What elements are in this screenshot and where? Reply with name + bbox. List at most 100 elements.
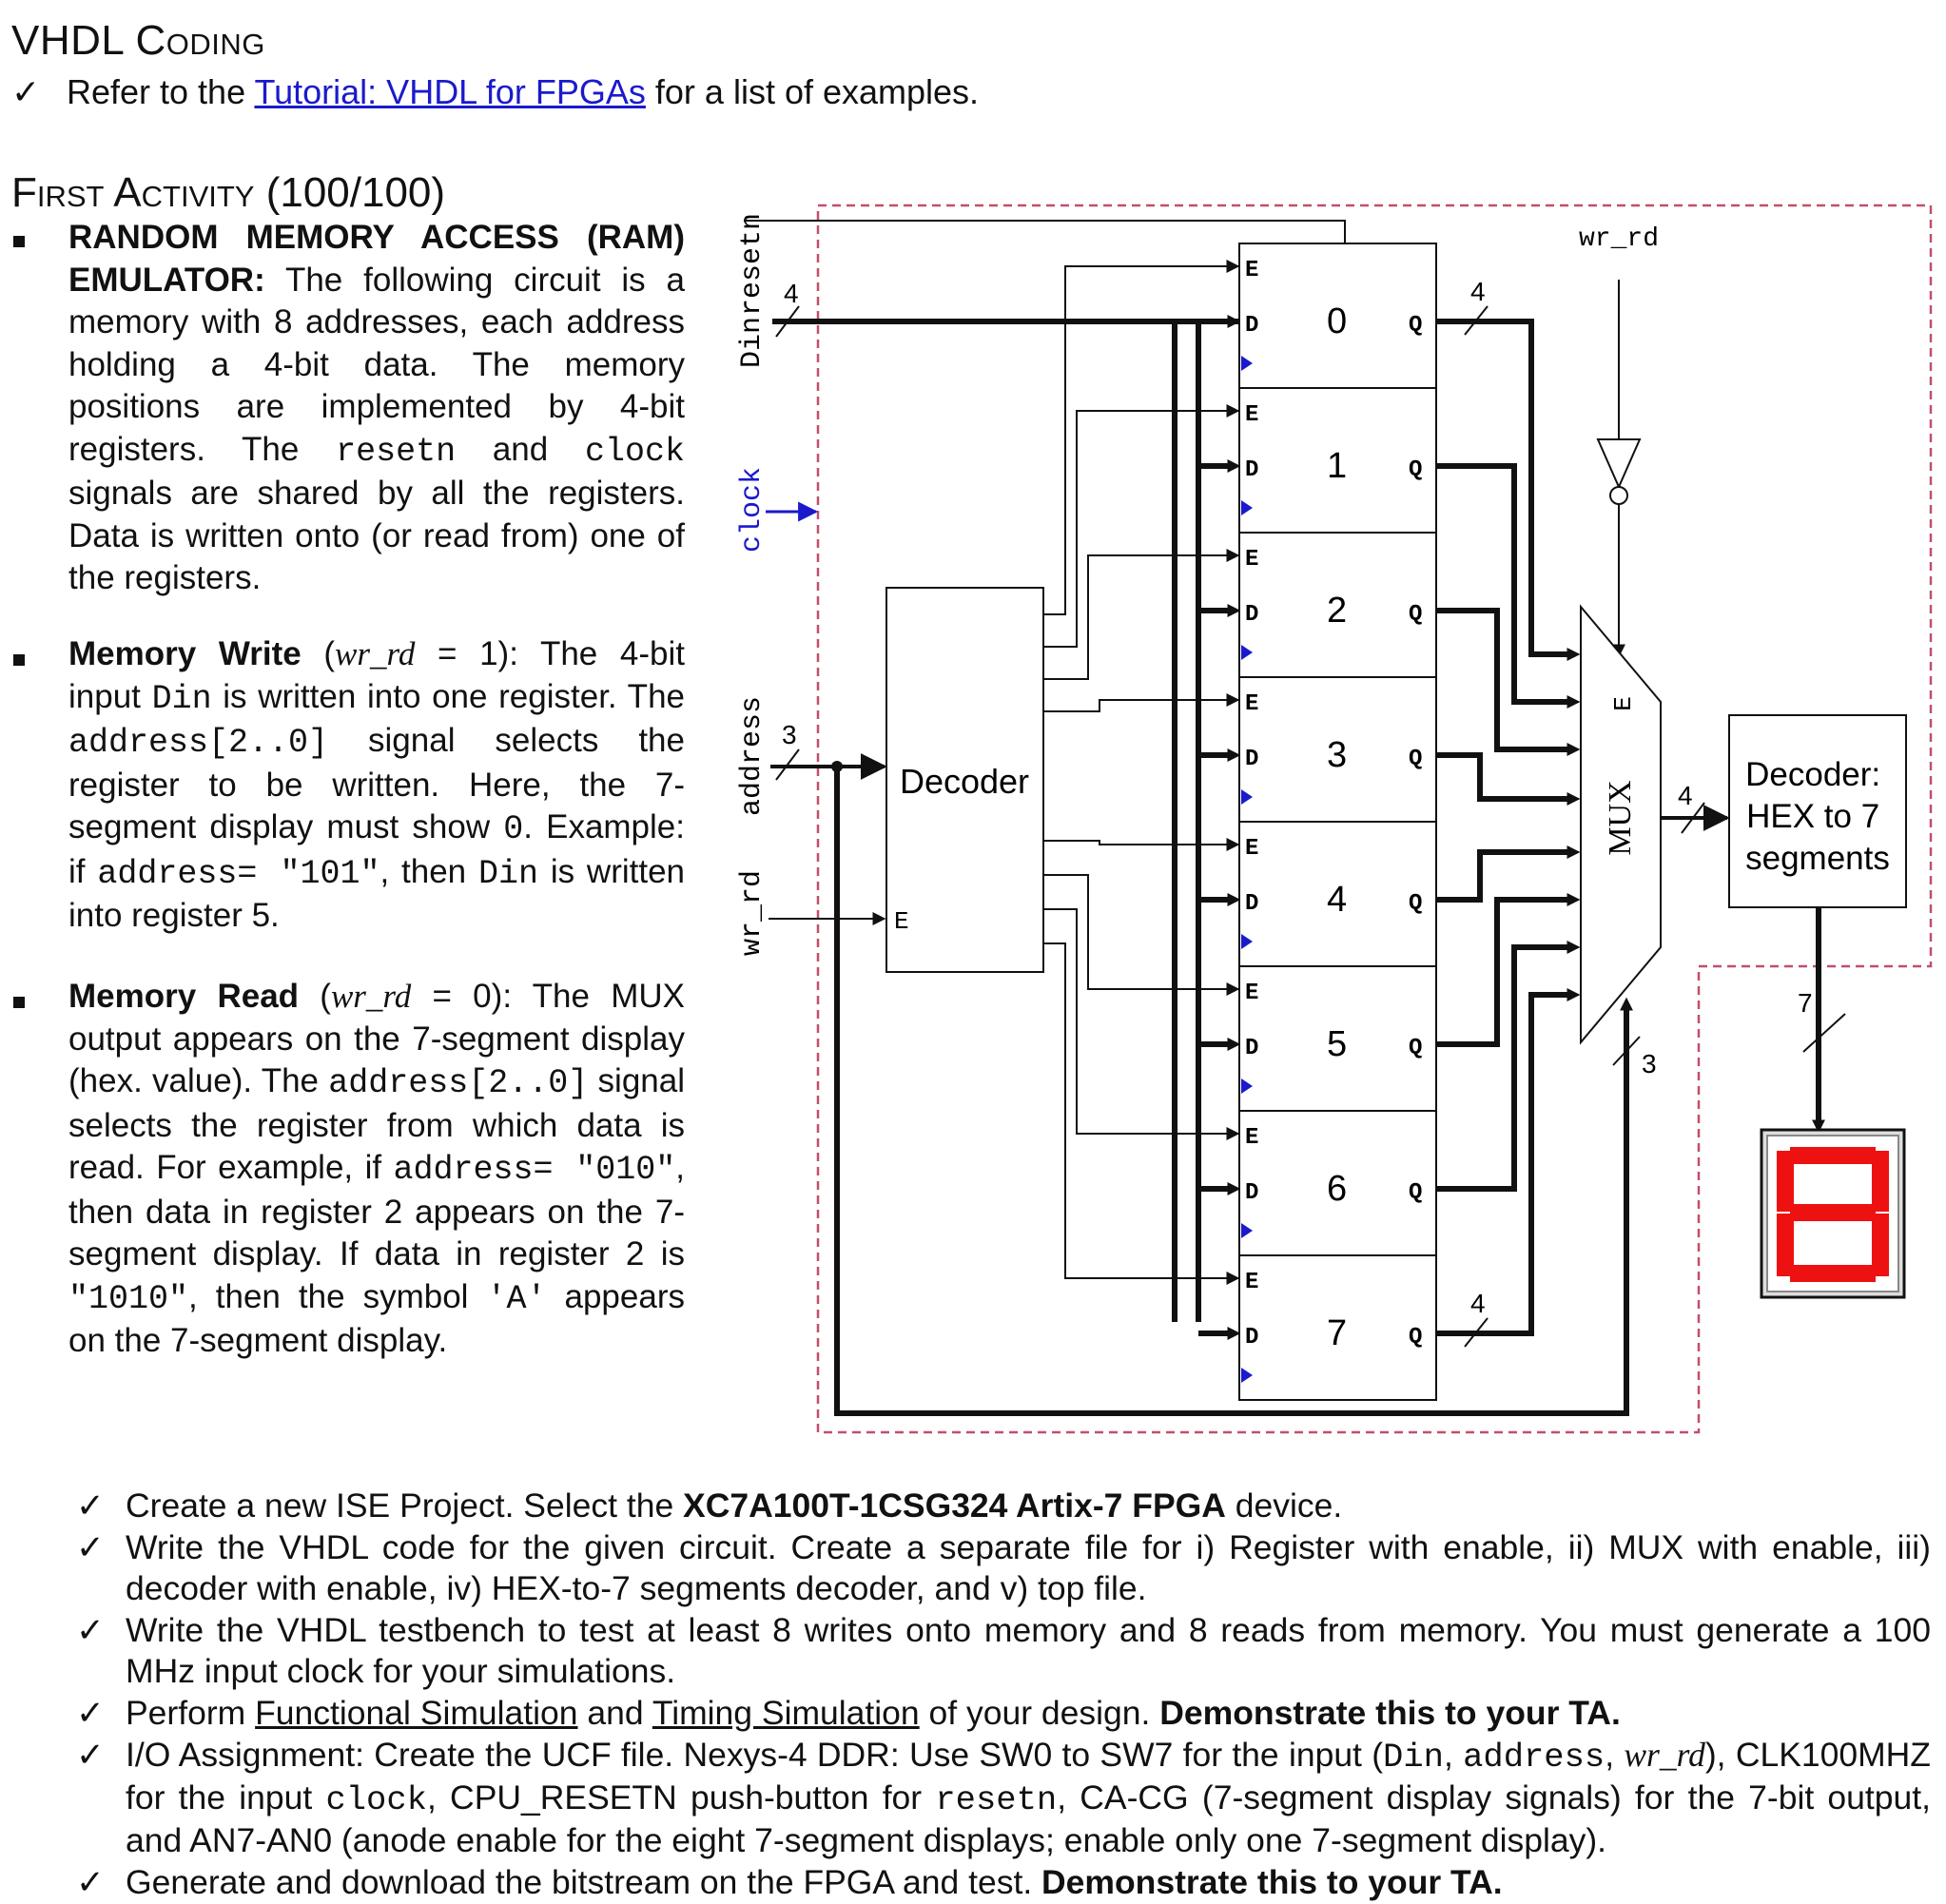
read-code-symbol: 'A' <box>486 1279 547 1318</box>
bus-width-din: 4 <box>784 279 799 308</box>
read-text-5: appears on the 7-segment display. <box>68 1277 685 1360</box>
clock-input-icon <box>1241 1078 1253 1094</box>
task-1-text-c: device. <box>1225 1486 1343 1525</box>
clock-input-icon <box>1241 1223 1253 1238</box>
read-cond-eq: = 0) <box>411 978 503 1015</box>
timing-simulation-link[interactable]: Timing Simulation <box>652 1694 920 1732</box>
hex-decoder-block <box>1728 714 1907 908</box>
task-4-text-b: and <box>577 1694 652 1732</box>
register-data-label: D <box>1245 747 1258 772</box>
label-clock: clock <box>736 467 769 553</box>
read-code-example: address= "010" <box>393 1151 676 1189</box>
read-title: Memory Read <box>68 978 300 1015</box>
hex-decoder-label: Decoder: HEX to 7 segments <box>1745 756 1890 877</box>
task-item: ✓Generate and download the bitstream on … <box>76 1862 1931 1903</box>
task-item: ✓Write the VHDL code for the given circu… <box>76 1527 1931 1609</box>
register-index-label: 7 <box>1327 1313 1347 1353</box>
register-data-label: D <box>1245 1036 1258 1061</box>
hex-decoder-line-1: Decoder: <box>1745 756 1880 793</box>
dashed-boundary <box>816 204 1933 1434</box>
ram-code-resetn: resetn <box>336 432 457 471</box>
write-cond-var: wr_rd <box>335 635 416 672</box>
ram-circuit-diagram: resetn Din clock address wr_rd 4 3 3 Dec… <box>704 152 1946 1446</box>
register-q-label: Q <box>1409 891 1422 917</box>
register-q-label: Q <box>1409 1325 1422 1350</box>
register-output-wires <box>1436 319 1569 1336</box>
register-data-label: D <box>1245 313 1258 339</box>
write-text-2: is written into one register. The <box>211 677 685 715</box>
task-3-text: Write the VHDL testbench to test at leas… <box>126 1611 1931 1690</box>
functional-simulation-link[interactable]: Functional Simulation <box>255 1694 578 1732</box>
bus-width-mux-out: 4 <box>1678 781 1693 810</box>
label-din: Din <box>736 317 769 368</box>
register-index-label: 1 <box>1327 446 1347 486</box>
decoder-block <box>885 587 1044 973</box>
clock-input-icon <box>1241 645 1253 660</box>
read-code-value: "1010" <box>68 1279 189 1318</box>
read-text-4: , then the symbol <box>188 1277 487 1315</box>
register-q-label: Q <box>1409 602 1422 628</box>
write-code-zero: 0 <box>503 810 524 848</box>
ram-text-2: and <box>456 430 585 468</box>
tutorial-link[interactable]: Tutorial: VHDL for FPGAs <box>254 72 646 111</box>
clock-input-icon <box>1241 500 1253 515</box>
bullet-write <box>13 654 25 666</box>
register-data-label: D <box>1245 457 1258 483</box>
task-item: ✓I/O Assignment: Create the UCF file. Ne… <box>76 1735 1931 1861</box>
task-4-text-c: of your design. <box>919 1694 1160 1732</box>
register-enable-label: E <box>1245 547 1258 573</box>
inverter-icon <box>1596 438 1642 490</box>
read-cond-var: wr_rd <box>330 978 412 1015</box>
task-5-code-resetn: resetn <box>935 1780 1058 1819</box>
register-q-label: Q <box>1409 747 1422 772</box>
ram-description: RANDOM MEMORY ACCESS (RAM) EMULATOR: The… <box>68 217 685 600</box>
write-text-3: signal selects the register to be writte… <box>68 722 685 845</box>
write-cond-eq: = 1) <box>415 635 510 672</box>
register-enable-label: E <box>1245 258 1258 283</box>
read-description: Memory Read (wr_rd = 0): The MUX output … <box>68 978 685 1360</box>
decoder-enable-label: E <box>894 907 909 936</box>
bus-width-mux-sel: 3 <box>1642 1049 1657 1078</box>
register-enable-label: E <box>1245 402 1258 428</box>
task-5-text-d: ), CLK100MHZ for the input <box>126 1736 1931 1817</box>
register-q-label: Q <box>1409 313 1422 339</box>
register-data-label: D <box>1245 1180 1258 1206</box>
write-text-1: : The 4-bit input <box>68 635 685 715</box>
hex-decoder-line-3: segments <box>1745 840 1890 877</box>
clock-input-icon <box>1241 356 1253 371</box>
write-description: Memory Write (wr_rd = 1): The 4-bit inpu… <box>68 635 686 934</box>
bullet-ram <box>13 236 25 247</box>
label-resetn: resetn <box>736 213 769 316</box>
write-text-5: , then <box>379 852 478 890</box>
hex-decoder-line-2: HEX to 7 <box>1746 798 1879 835</box>
task-1-text-a: Create a new ISE Project. Select the <box>126 1486 684 1525</box>
reference-line: ✓Refer to the Tutorial: VHDL for FPGAs f… <box>11 72 979 112</box>
task-5-text-e: , CPU_RESETN push-button for <box>426 1778 936 1817</box>
wire-address-mux <box>834 767 1629 1416</box>
task-item: ✓Perform Functional Simulation and Timin… <box>76 1693 1931 1734</box>
read-text-2: signal selects the register from which d… <box>68 1062 685 1186</box>
register-index-label: 3 <box>1327 735 1347 775</box>
task-item: ✓Create a new ISE Project. Select the XC… <box>76 1486 1931 1526</box>
task-item: ✓ Write the VHDL testbench to test at lea… <box>76 1610 1931 1692</box>
check-mark-icon: ✓ <box>76 1863 105 1901</box>
decoder-label: Decoder <box>900 762 1029 801</box>
bus-width-seg: 7 <box>1798 988 1813 1018</box>
task-5-code-din: Din <box>1383 1738 1444 1777</box>
write-code-din-2: Din <box>477 854 538 893</box>
reference-prefix: Refer to the <box>67 72 255 111</box>
ram-title: RANDOM MEMORY ACCESS (RAM) EMULATOR: <box>68 219 685 299</box>
register-enable-label: E <box>1245 981 1258 1006</box>
bus-width-reg0-q: 4 <box>1470 277 1486 306</box>
register-enable-label: E <box>1245 836 1258 862</box>
task-2-text: Write the VHDL code for the given circui… <box>126 1528 1931 1607</box>
mux-block <box>1580 604 1662 1045</box>
register-data-label: D <box>1245 891 1258 917</box>
register-index-label: 5 <box>1327 1024 1347 1064</box>
check-mark-icon: ✓ <box>76 1611 105 1649</box>
